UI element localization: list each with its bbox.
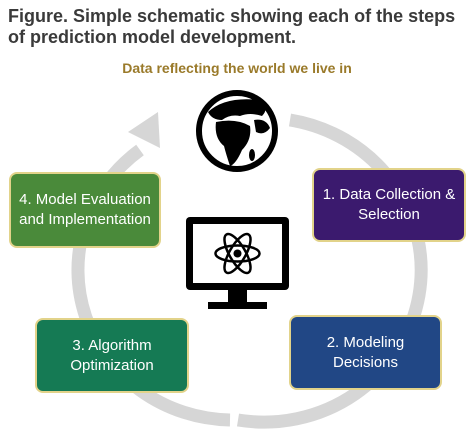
- step-2-box: 2. Modeling Decisions: [289, 315, 442, 390]
- cycle-arc-right: [236, 113, 428, 429]
- step-3-label: 3. Algorithm Optimization: [70, 336, 154, 374]
- monitor-atom-icon: [186, 217, 289, 309]
- globe-icon: [196, 90, 278, 172]
- step-1-box: 1. Data Collection & Selection: [312, 168, 466, 242]
- step-4-label: 4. Model Evaluation and Implementation: [19, 191, 151, 228]
- step-2-label: 2. Modeling Decisions: [326, 333, 405, 371]
- step-1-label: 1. Data Collection & Selection: [322, 186, 456, 223]
- cycle-arrowhead: [128, 112, 160, 148]
- step-4-box: 4. Model Evaluation and Implementation: [9, 172, 161, 248]
- step-3-box: 3. Algorithm Optimization: [35, 318, 189, 393]
- figure-caption: Figure. Simple schematic showing each of…: [8, 6, 456, 47]
- diagram-title: Data reflecting the world we live in: [122, 60, 352, 76]
